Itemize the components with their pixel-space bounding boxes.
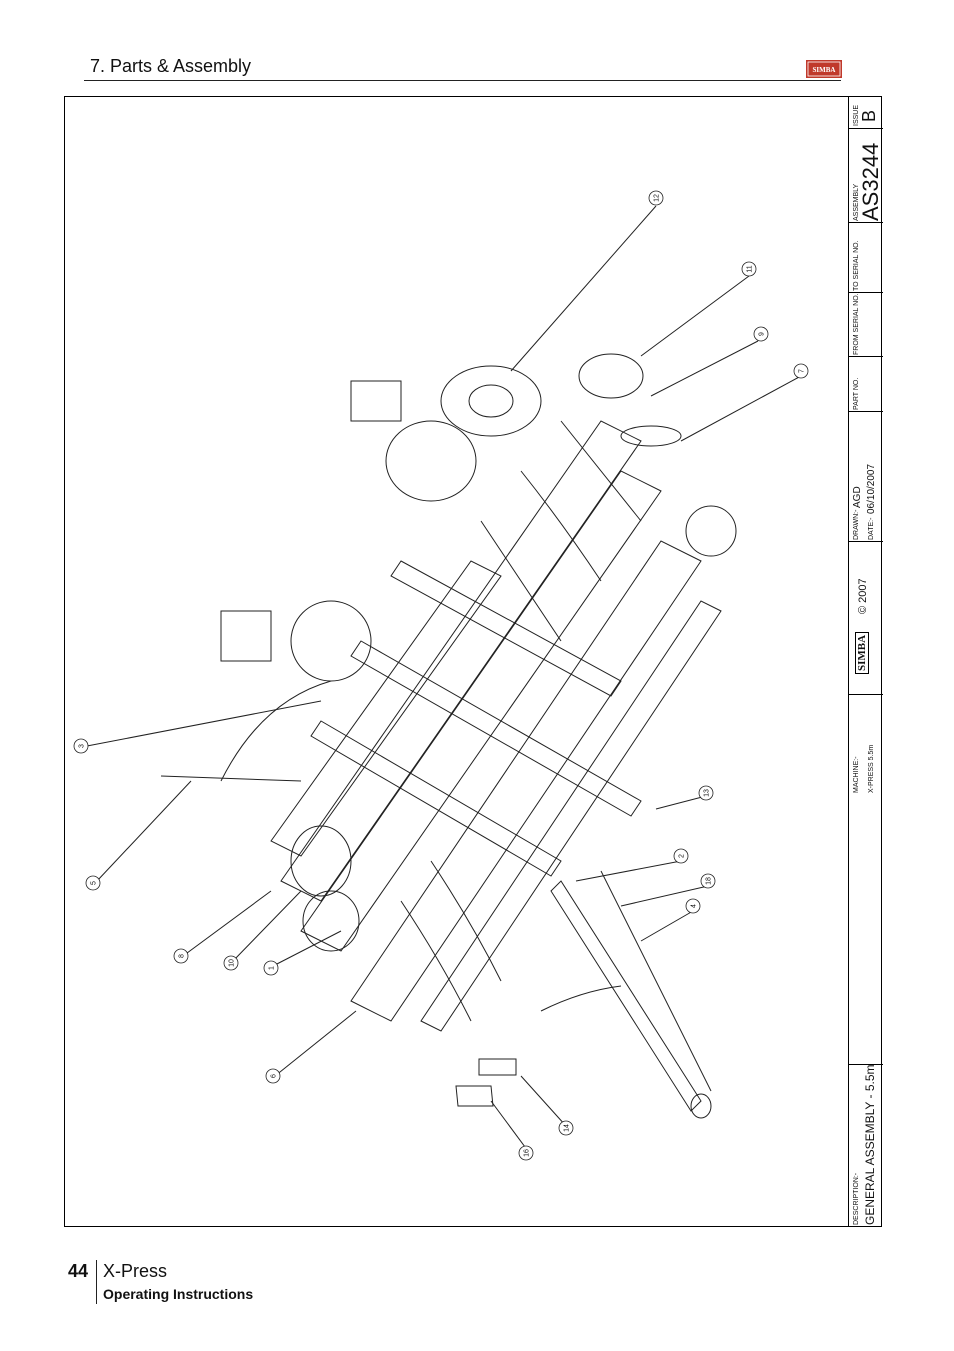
description-cell: DESCRIPTION:- GENERAL ASSEMBLY - 5.5m — [849, 1064, 883, 1227]
assembly-cell: ASSEMBLY AS3244 — [849, 128, 883, 222]
machine-label: MACHINE:- — [853, 756, 860, 793]
from-serial-cell: FROM SERIAL NO. — [849, 292, 883, 356]
callout-label: 8 — [179, 954, 186, 958]
page-number: 44 — [68, 1261, 89, 1281]
date-label: DATE:- — [868, 517, 875, 540]
to-serial-label: TO SERIAL NO. — [853, 240, 860, 291]
from-serial-label: FROM SERIAL NO. — [853, 293, 860, 355]
callout-12: 12 — [648, 190, 664, 206]
callout-18: 18 — [700, 873, 716, 889]
assembly-number: AS3244 — [858, 142, 883, 221]
callout-3: 3 — [73, 738, 89, 754]
callout-10: 10 — [223, 955, 239, 971]
footer-rule — [96, 1260, 97, 1304]
product-name: X-Press — [103, 1261, 168, 1281]
callout-label: 16 — [524, 1149, 531, 1157]
callout-5: 5 — [85, 875, 101, 891]
to-serial-cell: TO SERIAL NO. — [849, 222, 883, 292]
header-rule — [84, 80, 841, 81]
callout-label: 18 — [706, 877, 713, 885]
callout-label: 10 — [229, 959, 236, 967]
simba-logo: SIMBA — [806, 60, 842, 78]
callout-label: 12 — [654, 194, 661, 202]
issue-value: B — [859, 109, 879, 122]
callout-13: 13 — [698, 785, 714, 801]
callout-6: 6 — [265, 1068, 281, 1084]
title-block: DESCRIPTION:- GENERAL ASSEMBLY - 5.5m MA… — [848, 96, 883, 1227]
callout-label: 9 — [759, 332, 766, 336]
svg-text:SIMBA: SIMBA — [813, 66, 836, 74]
callout-2: 2 — [673, 848, 689, 864]
callout-9: 9 — [753, 326, 769, 342]
callout-label: 5 — [91, 881, 98, 885]
copyright-cell: SIMBA © 2007 — [849, 541, 883, 694]
callout-8: 8 — [173, 948, 189, 964]
callout-14: 14 — [558, 1120, 574, 1136]
part-no-label: PART NO. — [853, 377, 860, 410]
callout-label: 6 — [271, 1074, 278, 1078]
part-no-cell: PART NO. — [849, 356, 883, 411]
callout-4: 4 — [685, 898, 701, 914]
title-block-logo: SIMBA — [855, 631, 869, 674]
callout-16: 16 — [518, 1145, 534, 1161]
drawn-cell: DRAWN:- AGD DATE:- 06/10/2007 — [849, 411, 883, 541]
callout-1: 1 — [263, 960, 279, 976]
machine-value: X-PRESS 5.5m — [868, 744, 875, 793]
callout-label: 7 — [799, 369, 806, 373]
callout-11: 11 — [741, 261, 757, 277]
section-title: 7. Parts & Assembly — [90, 56, 252, 76]
date-value: 06/10/2007 — [866, 463, 877, 514]
callout-7: 7 — [793, 363, 809, 379]
copyright-text: © 2007 — [857, 578, 869, 614]
callout-label: 13 — [704, 789, 711, 797]
machine-cell: MACHINE:- X-PRESS 5.5m — [849, 694, 883, 794]
description-label: DESCRIPTION:- — [853, 1172, 860, 1225]
drawn-value: AGD — [852, 486, 863, 508]
callout-label: 4 — [691, 904, 698, 908]
callout-label: 1 — [269, 966, 276, 970]
description-value: GENERAL ASSEMBLY - 5.5m — [863, 1064, 877, 1225]
drawn-label: DRAWN:- — [853, 509, 860, 540]
callout-label: 14 — [564, 1124, 571, 1132]
callout-label: 3 — [79, 744, 86, 748]
callout-label: 2 — [679, 854, 686, 858]
callout-label: 11 — [747, 265, 754, 272]
document-subtitle: Operating Instructions — [103, 1286, 254, 1302]
issue-cell: ISSUE B — [849, 96, 883, 128]
